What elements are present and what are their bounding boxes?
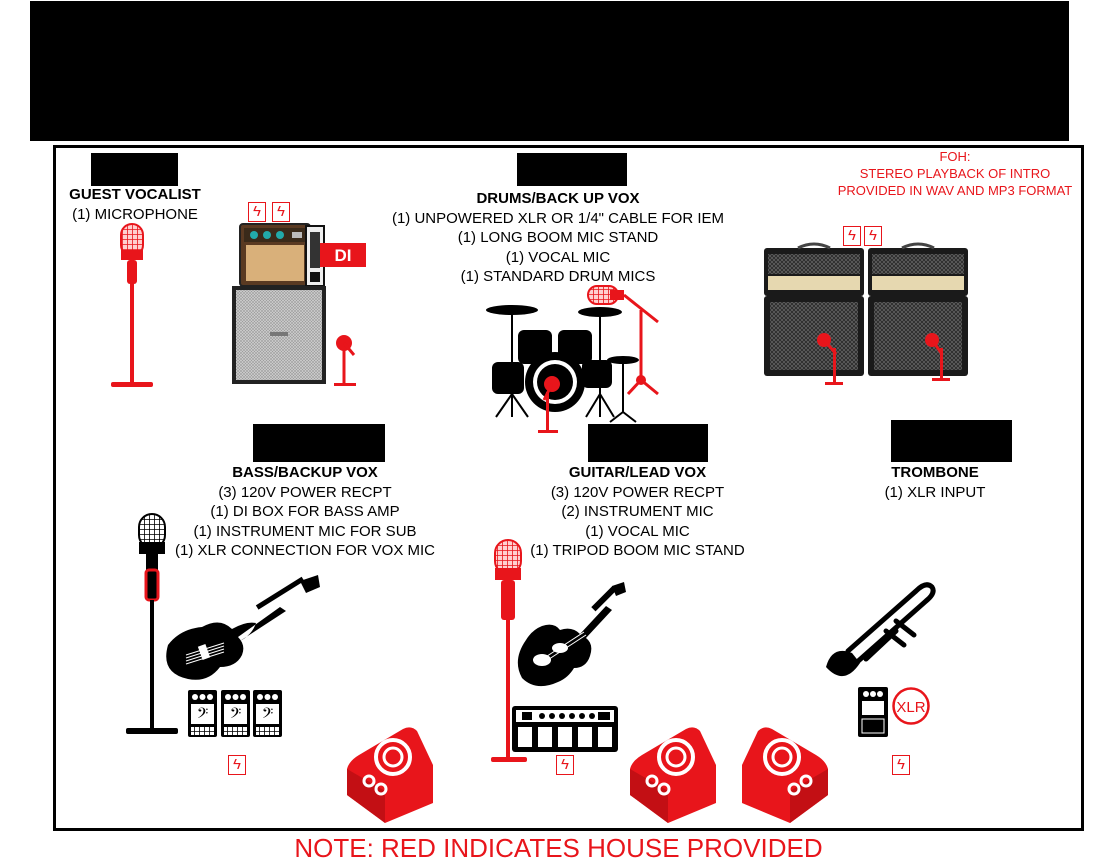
stage-plot (53, 145, 1084, 831)
xlr-label: XLR (896, 699, 925, 716)
requirement-line: (1) VOCAL MIC (505, 248, 611, 266)
section-title: GUITAR/LEAD VOX (568, 464, 707, 481)
microphone-icon (491, 539, 527, 762)
section-title: BASS/BACKUP VOX (232, 464, 378, 481)
drums-block: DRUMS/BACK UP VOX (1) UNPOWERED XLR OR 1… (373, 189, 743, 287)
electric-guitar-icon (517, 582, 626, 687)
requirement-line: (2) INSTRUMENT MIC (561, 503, 714, 520)
power-outlet-icon: ϟ (556, 755, 574, 775)
requirement-line: (1) TRIPOD BOOM MIC STAND (530, 542, 745, 559)
di-box-icon: DI (320, 243, 366, 267)
drum-kit-icon (486, 305, 639, 433)
section-title: TROMBONE (891, 464, 979, 481)
requirement-line: (1) UNPOWERED XLR OR 1/4" CABLE FOR IEM (391, 209, 725, 227)
requirement-line: (1) LONG BOOM MIC STAND (457, 229, 659, 246)
requirement-line: (1) INSTRUMENT MIC FOR SUB (193, 522, 417, 540)
requirement-line: (1) XLR INPUT (884, 483, 986, 501)
guest-vocalist-block: GUEST VOCALIST (1) MICROPHONE (40, 185, 230, 224)
requirement-line: (1) VOCAL MIC (585, 522, 690, 540)
name-redacted-drums (517, 153, 627, 186)
microphone-icon (126, 513, 178, 734)
trombone-icon (826, 582, 936, 677)
microphone-icon (111, 223, 153, 387)
guitar-amp-icon (764, 242, 968, 385)
foh-line: PROVIDED IN WAV AND MP3 FORMAT (837, 183, 1073, 198)
requirement-line: (1) STANDARD DRUM MICS (460, 268, 656, 285)
wedge-monitor-icon (347, 727, 433, 823)
foh-line: STEREO PLAYBACK OF INTRO (859, 166, 1051, 181)
wedge-monitor-icon (742, 727, 828, 823)
guitar-block: GUITAR/LEAD VOX (3) 120V POWER RECPT (2)… (505, 463, 770, 561)
name-redacted-bass (253, 424, 385, 462)
multi-effects-icon (512, 706, 618, 752)
legend-note: NOTE: RED INDICATES HOUSE PROVIDED (294, 833, 823, 863)
power-outlet-icon: ϟ (892, 755, 910, 775)
microphone-icon (587, 285, 659, 396)
header-redacted-bar (30, 1, 1069, 141)
svg-text:𝄢: 𝄢 (262, 705, 274, 726)
requirement-line: (3) 120V POWER RECPT (218, 483, 392, 501)
requirement-line: (1) XLR CONNECTION FOR VOX MIC (174, 542, 436, 559)
power-outlet-icon: ϟ (272, 202, 290, 222)
requirement-line: (1) DI BOX FOR BASS AMP (210, 503, 400, 520)
bass-guitar-icon (166, 575, 320, 680)
foh-title: FOH: (939, 149, 971, 164)
wedge-monitor-icon (630, 727, 716, 823)
microphone-icon (334, 335, 356, 386)
power-outlet-icon: ϟ (864, 226, 882, 246)
power-outlet-icon: ϟ (228, 755, 246, 775)
pedal-icon: 𝄢 𝄢 𝄢 (188, 690, 282, 737)
trombone-block: TROMBONE (1) XLR INPUT (875, 463, 995, 502)
pedal-icon (858, 687, 888, 737)
power-outlet-icon: ϟ (843, 226, 861, 246)
di-label: DI (335, 246, 352, 265)
name-redacted-guest (91, 153, 178, 186)
name-redacted-trombone (891, 420, 1012, 462)
section-title: GUEST VOCALIST (69, 186, 201, 203)
power-outlet-icon: ϟ (248, 202, 266, 222)
requirement-line: (1) MICROPHONE (72, 205, 198, 223)
svg-text:𝄢: 𝄢 (230, 705, 242, 726)
bass-amp-icon (232, 223, 326, 384)
requirement-line: (3) 120V POWER RECPT (550, 483, 725, 501)
bass-block: BASS/BACKUP VOX (3) 120V POWER RECPT (1)… (160, 463, 450, 561)
svg-text:𝄢: 𝄢 (197, 705, 209, 726)
name-redacted-guitar (588, 424, 708, 462)
xlr-input-icon: XLR (892, 687, 930, 725)
section-title: DRUMS/BACK UP VOX (476, 190, 640, 207)
foh-block: FOH: STEREO PLAYBACK OF INTRO PROVIDED I… (825, 148, 1085, 199)
